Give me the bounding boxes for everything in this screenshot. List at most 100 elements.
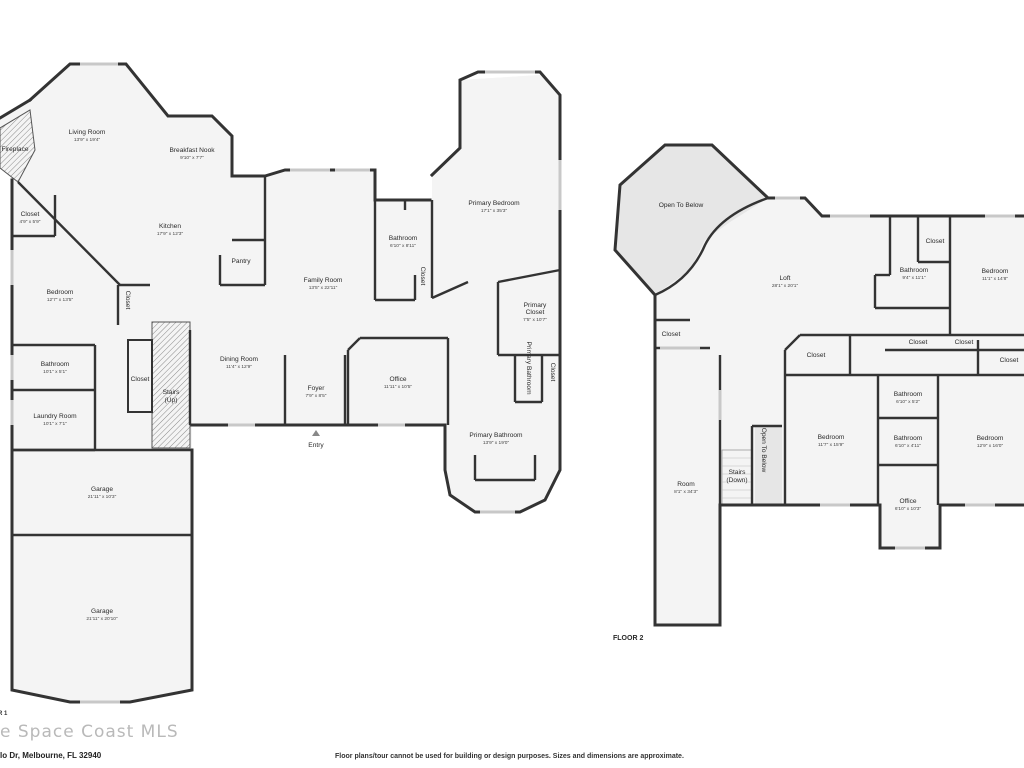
office-name: Office — [389, 376, 406, 383]
bathroom-c-dim: 6'10" x 4'11" — [895, 443, 921, 449]
entry-arrow-icon — [312, 430, 320, 436]
fireplace-name: Fireplace — [1, 146, 28, 153]
stairs-up-dim: (Up) — [165, 397, 178, 404]
garage2-dim: 21'11" x 20'10" — [86, 616, 118, 622]
primary-closet-name-2: Closet — [526, 309, 545, 316]
closet2-name: Closet — [131, 376, 150, 383]
floor2-labels: Open To Below Loft 28'1" x 20'1" Closet … — [613, 202, 1019, 642]
bedroom1-name: Bedroom — [47, 289, 74, 296]
primary-bathroom-v-name: Primary Bathroom — [525, 341, 532, 395]
stairs-up-shape — [151, 321, 191, 449]
bathroom1-name: Bathroom — [41, 361, 70, 368]
primary-closet-name-1: Primary — [524, 302, 547, 309]
floor1-labels: Living Room 13'9" x 19'4" Fireplace Brea… — [1, 129, 556, 622]
mls-watermark: e Space Coast MLS — [0, 722, 179, 742]
garage1-dim: 21'11" x 10'3" — [88, 494, 117, 500]
bathroom2-name: Bathroom — [389, 235, 418, 242]
floor1-master-walls — [429, 70, 562, 514]
closet-e-name: Closet — [955, 339, 974, 346]
floor-2 — [613, 143, 1024, 627]
kitchen-name: Kitchen — [159, 223, 181, 230]
bedroom-b-name: Bedroom — [818, 434, 845, 441]
closet-b-name: Closet — [662, 331, 681, 338]
property-address: lo Dr, Melbourne, FL 32940 — [0, 751, 102, 760]
garage2-name: Garage — [91, 608, 113, 615]
primary-closet-dim: 7'5" x 10'7" — [523, 317, 547, 323]
living-room-dim: 13'9" x 19'4" — [74, 137, 101, 143]
disclaimer-text: Floor plans/tour cannot be used for buil… — [335, 753, 684, 760]
closet-v1-name: Closet — [124, 291, 131, 310]
primary-bedroom-name: Primary Bedroom — [468, 200, 520, 207]
floor1-interior-walls — [12, 176, 561, 537]
primary-bathroom-dim: 13'9" x 19'0" — [483, 440, 510, 446]
stairs-down-treads — [722, 457, 752, 499]
floor1-footprint — [0, 64, 560, 702]
bedroom1-dim: 12'7" x 13'5" — [47, 297, 74, 303]
loft-name: Loft — [780, 275, 791, 282]
bedroom-a-name: Bedroom — [982, 268, 1009, 275]
open-to-below-v-name: Open To Below — [760, 428, 767, 473]
bedroom-a-dim: 11'1" x 14'8" — [982, 276, 1008, 282]
floor1-label: R 1 — [0, 711, 8, 717]
dining-room-name: Dining Room — [220, 356, 259, 363]
bathroom1-dim: 10'1" x 5'1" — [43, 369, 67, 375]
office-dim: 11'11" x 10'5" — [384, 384, 413, 390]
floor2-exterior-walls — [613, 143, 1024, 298]
floor2-label: FLOOR 2 — [613, 635, 643, 642]
closet-c-name: Closet — [807, 352, 826, 359]
pantry-name: Pantry — [231, 258, 251, 265]
closet-a-name: Closet — [926, 238, 945, 245]
room-name: Room — [677, 481, 695, 488]
closet-v2-name: Closet — [419, 267, 426, 286]
kitchen-dim: 17'9" x 12'3" — [157, 231, 184, 237]
family-room-dim: 13'5" x 22'11" — [309, 285, 338, 291]
floor1-master-wing — [432, 75, 560, 512]
open-to-below-curve — [654, 196, 769, 297]
primary-bedroom-dim: 17'1" x 35'3" — [481, 208, 508, 214]
stairs-up-name: Stairs — [163, 389, 181, 396]
bathroom-b-name: Bathroom — [894, 391, 923, 398]
open-to-below-small-shape — [755, 426, 782, 505]
bathroom-c-name: Bathroom — [894, 435, 923, 442]
entry-name: Entry — [308, 442, 324, 449]
closet-d-name: Closet — [909, 339, 928, 346]
bedroom-c-name: Bedroom — [977, 435, 1004, 442]
floor2-windows — [660, 196, 1015, 550]
open-to-below-shape — [615, 145, 768, 295]
office2-dim: 6'10" x 10'3" — [895, 506, 922, 512]
bedroom-b-dim: 11'7" x 15'9" — [818, 442, 844, 448]
foyer-name: Foyer — [308, 385, 326, 392]
bedroom-c-dim: 12'9" x 16'0" — [977, 443, 1004, 449]
closet-f-name: Closet — [1000, 357, 1019, 364]
family-room-name: Family Room — [304, 277, 343, 284]
floor1-windows — [10, 62, 562, 704]
bathroom-a-dim: 9'4" x 11'1" — [902, 275, 926, 281]
breakfast-nook-dim: 9'10" x 7'7" — [180, 155, 204, 161]
stairs-down-name: Stairs — [729, 469, 747, 476]
floor-1 — [0, 62, 562, 704]
loft-dim: 28'1" x 20'1" — [772, 283, 799, 289]
room-dim: 8'1" x 34'3" — [674, 489, 698, 495]
bathroom-a-name: Bathroom — [900, 267, 929, 274]
floor2-room-walls — [653, 293, 787, 627]
fireplace-shape — [0, 109, 36, 183]
primary-bathroom-name: Primary Bathroom — [469, 432, 523, 439]
open-to-below-name: Open To Below — [659, 202, 704, 209]
bathroom-b-dim: 6'10" x 5'2" — [896, 399, 920, 405]
garage1-name: Garage — [91, 486, 113, 493]
foyer-dim: 7'9" x 8'5" — [306, 393, 327, 399]
bathroom2-dim: 6'10" x 8'11" — [390, 243, 416, 249]
living-room-name: Living Room — [69, 129, 106, 136]
floor2-footprint — [615, 145, 1024, 625]
floor2-interior-walls — [655, 216, 1024, 505]
laundry-dim: 10'1" x 7'1" — [43, 421, 67, 427]
office2-name: Office — [899, 498, 916, 505]
stairs-down-dim: (Down) — [726, 477, 747, 484]
dining-room-dim: 11'4" x 12'9" — [226, 364, 252, 370]
laundry-name: Laundry Room — [33, 413, 77, 420]
closet1-dim: 4'9" x 5'9" — [20, 219, 41, 225]
breakfast-nook-name: Breakfast Nook — [169, 147, 215, 154]
closet1-name: Closet — [21, 211, 40, 218]
wall-seg — [0, 97, 33, 120]
